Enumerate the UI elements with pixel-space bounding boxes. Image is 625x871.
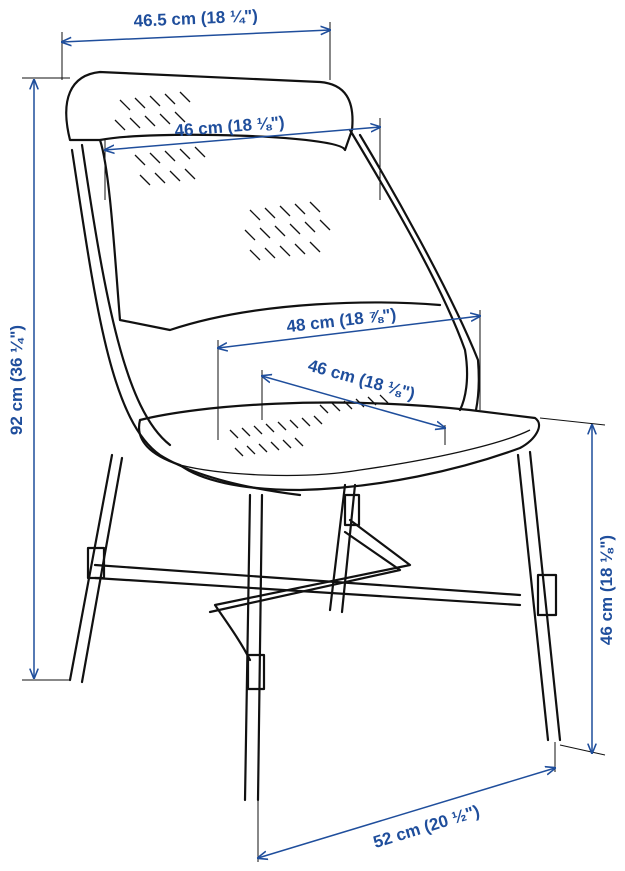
dim-line-back-width (105, 127, 380, 150)
dim-line-seat-width (218, 316, 480, 348)
label-depth: 52 cm (20 ½") (371, 802, 482, 852)
dim-line-seat-depth (262, 376, 445, 428)
label-seat-width: 48 cm (18 ⅞") (286, 305, 398, 336)
chair-illustration (65, 70, 562, 802)
extension-lines (22, 22, 606, 862)
label-top-width: 46.5 cm (18 ¼") (133, 6, 258, 30)
label-seat-height: 46 cm (18 ⅛") (597, 535, 616, 645)
dim-line-depth (258, 768, 555, 858)
label-seat-depth: 46 cm (18 ⅛") (306, 356, 417, 404)
label-total-height: 92 cm (36 ¼") (7, 325, 26, 435)
dim-line-top-width (62, 30, 330, 42)
dimension-lines (34, 30, 592, 858)
